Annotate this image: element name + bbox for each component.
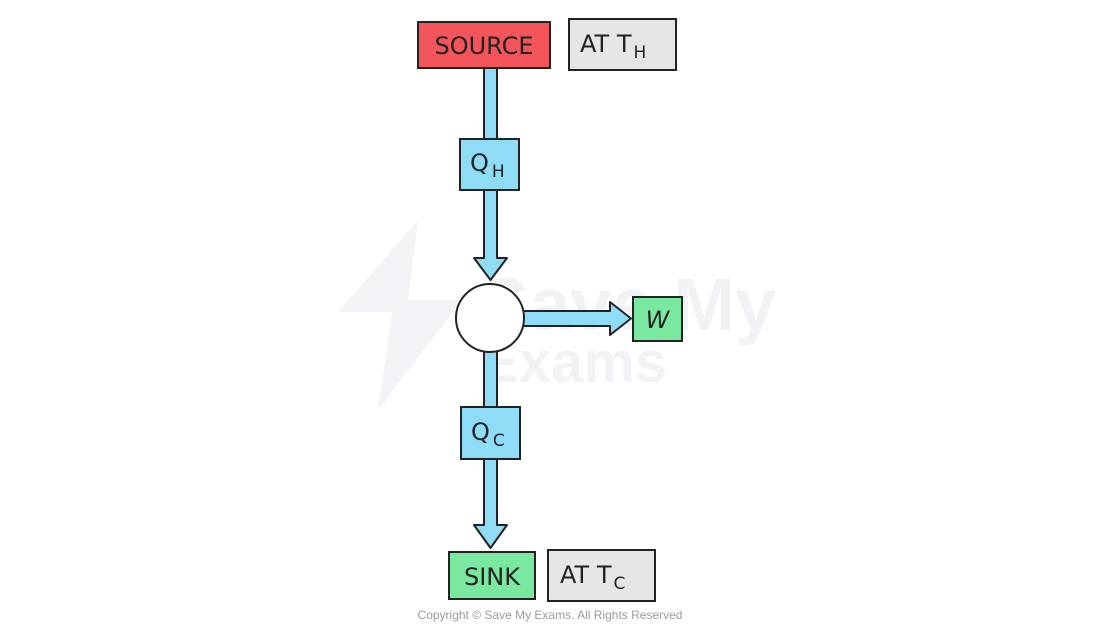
work-label: W: [646, 306, 671, 334]
shaft-engine-to-qc: [483, 349, 498, 409]
watermark-line1: Save My: [480, 263, 776, 346]
work-box: W: [632, 296, 683, 342]
engine-circle: [455, 283, 525, 353]
sink-label: SINK: [464, 563, 521, 591]
shaft-source-to-qh: [483, 66, 498, 141]
arrow-qc-to-sink: [473, 457, 508, 549]
source-label: SOURCE: [434, 32, 533, 60]
arrow-engine-to-work: [521, 301, 632, 336]
source-box: SOURCE: [417, 21, 551, 69]
watermark-bolt-icon: [338, 220, 462, 410]
sink-box: SINK: [448, 551, 536, 600]
copyright-notice: Copyright © Save My Exams. All Rights Re…: [417, 608, 683, 622]
arrow-qh-to-engine: [473, 189, 508, 281]
